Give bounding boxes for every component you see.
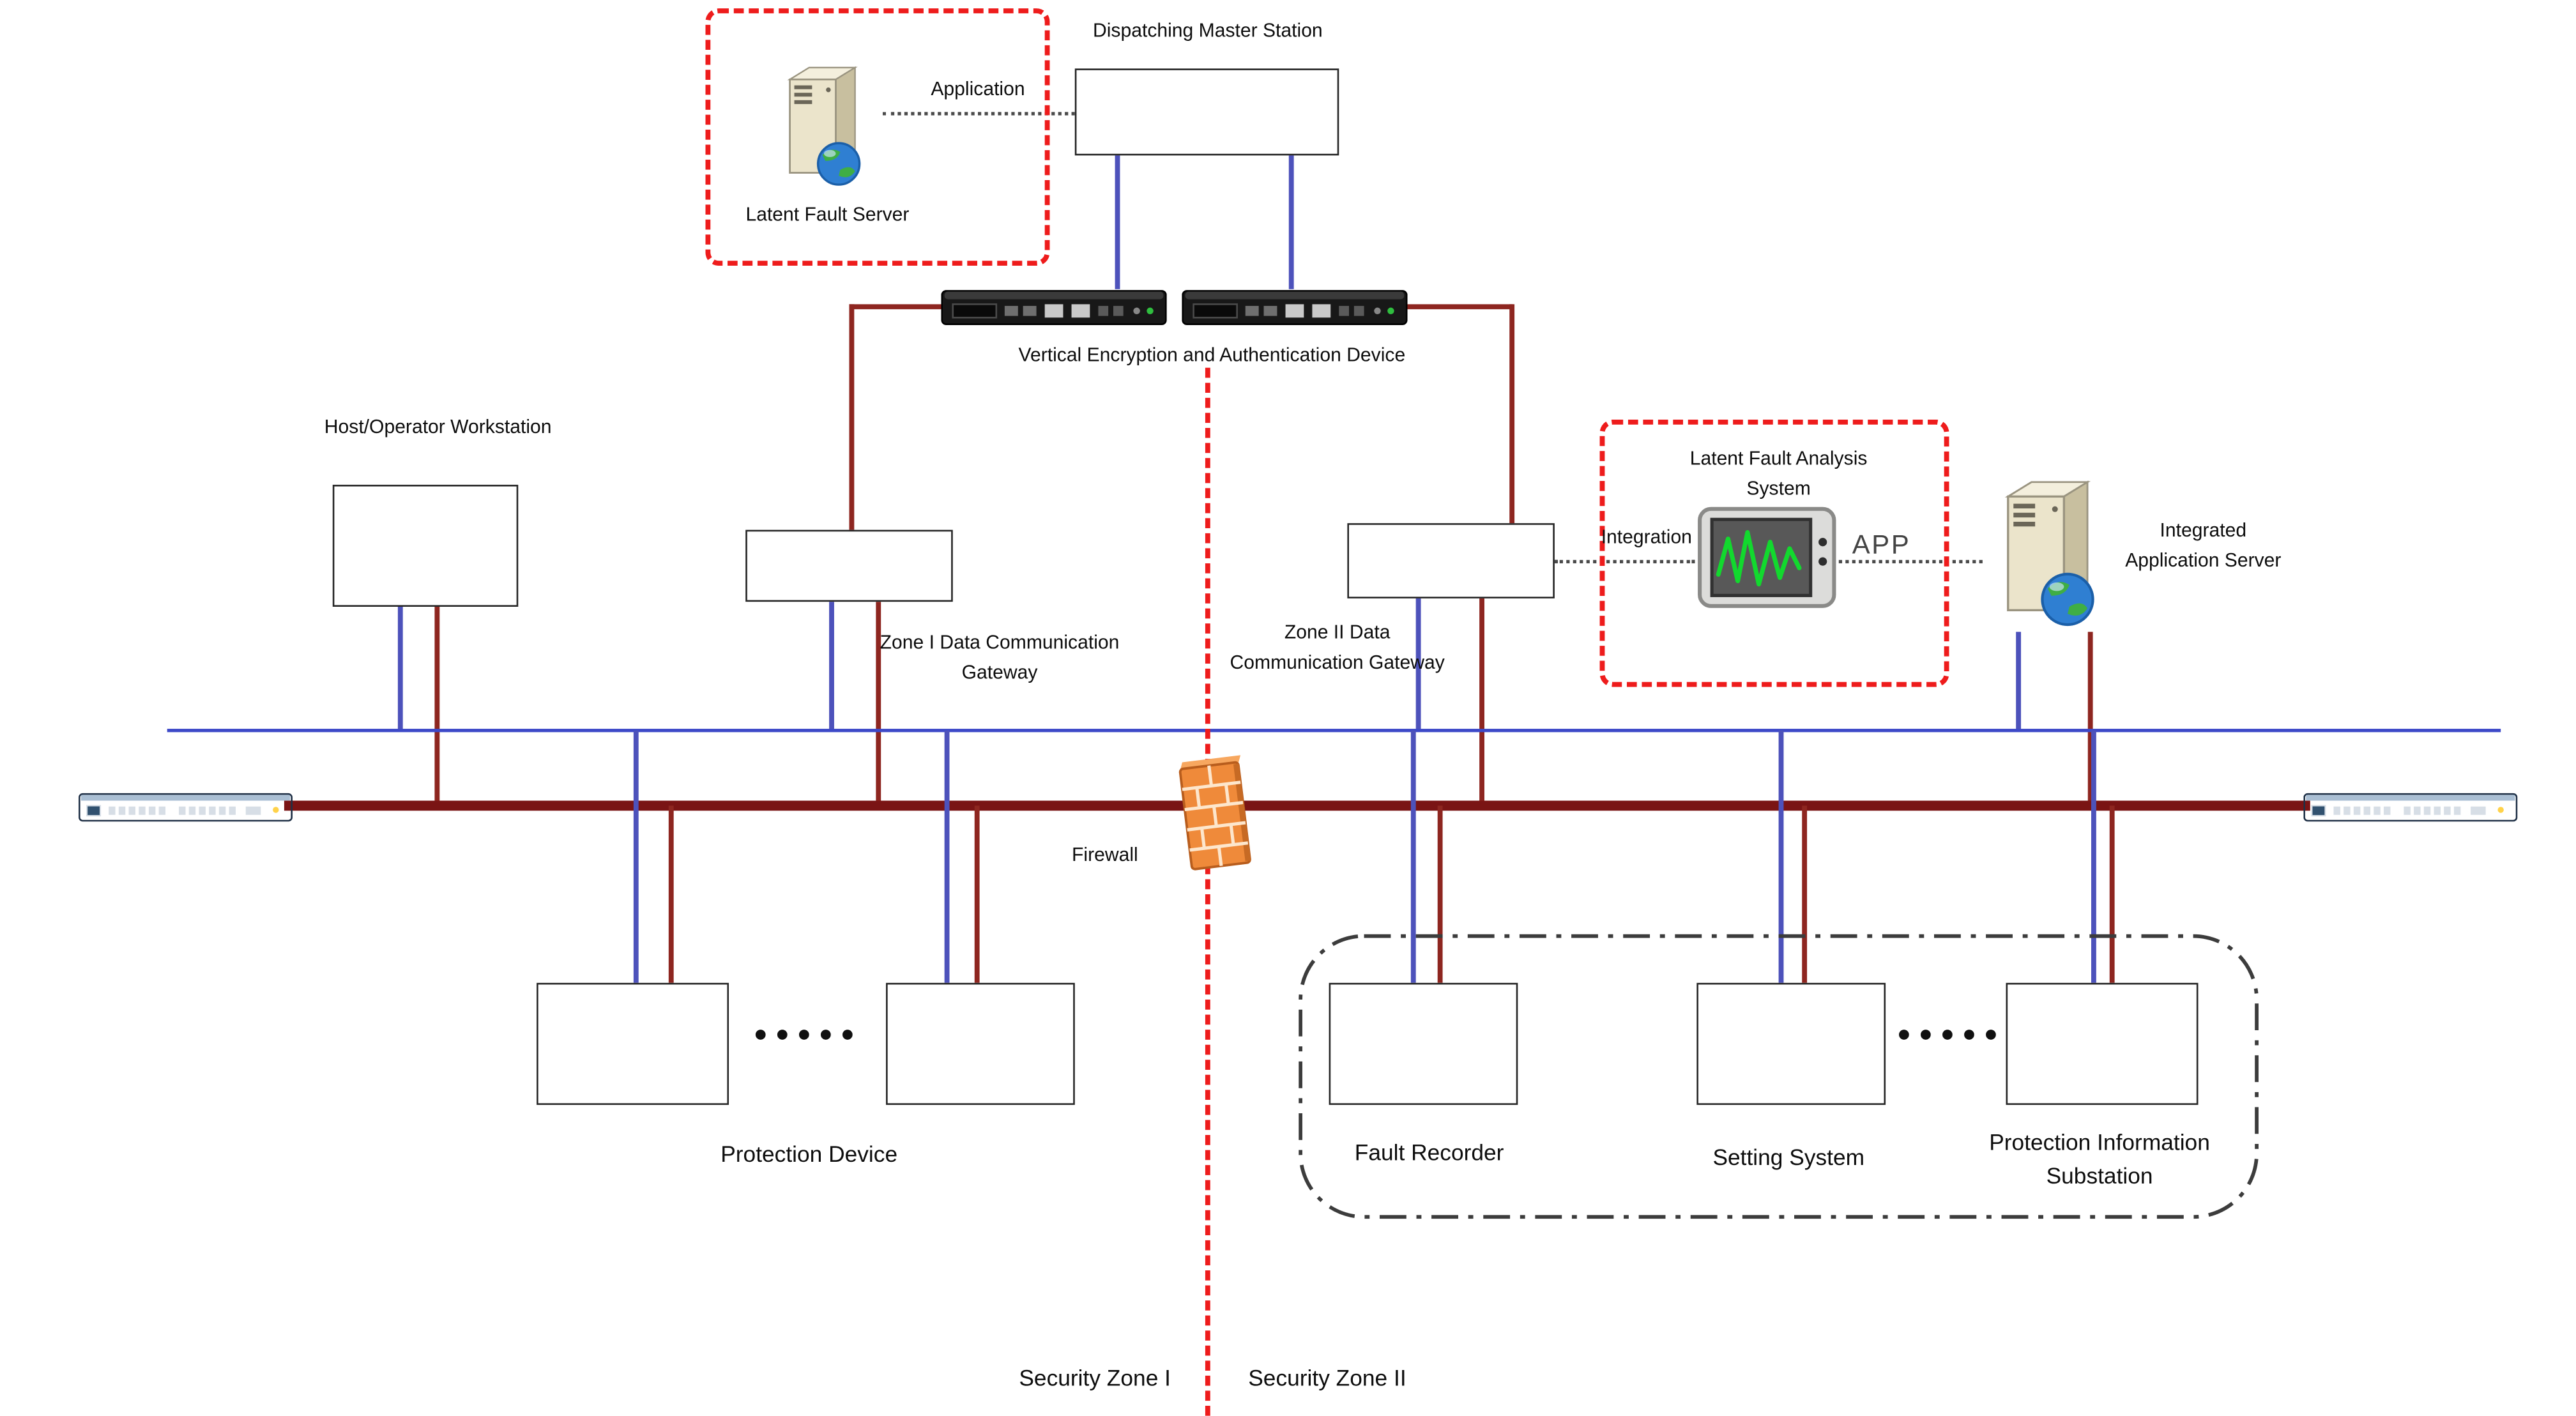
protection-device-label: Protection Device — [720, 1141, 898, 1167]
ellipsis-dots — [1899, 1030, 1996, 1040]
application-link-label: Application — [931, 80, 1025, 101]
encryption-device-right-icon — [1182, 289, 1407, 326]
switch-right-icon — [2303, 791, 2517, 824]
firewall-label: Firewall — [1072, 846, 1138, 866]
integration-dotted-link — [1554, 560, 1695, 563]
integrated-application-server-label: Integrated Application Server — [2125, 521, 2282, 572]
latent-fault-analysis-label: Latent Fault Analysis System — [1689, 449, 1868, 500]
security-zone-1-label: Security Zone I — [1019, 1366, 1171, 1391]
connector-red — [849, 304, 945, 309]
latent-fault-analysis-frame — [1599, 419, 1949, 687]
connector-blue — [944, 730, 949, 983]
fault-recorder-label: Fault Recorder — [1354, 1139, 1504, 1166]
protection-device-box-1 — [537, 982, 729, 1105]
protection-info-substation-label: Protection Information Substation — [1989, 1130, 2210, 1189]
zone1-gateway-box — [745, 529, 953, 602]
connector-blue — [829, 602, 834, 731]
connector-red — [974, 805, 979, 983]
encryption-device-label: Vertical Encryption and Authentication D… — [1018, 346, 1406, 367]
connector-red — [668, 805, 673, 983]
connector-red — [1509, 304, 1514, 524]
app-label: APP — [1852, 531, 1911, 560]
app-dotted-link — [1838, 560, 1983, 563]
connector-red — [876, 602, 881, 806]
ellipsis-dots — [755, 1030, 853, 1040]
connector-red — [849, 304, 854, 530]
zone2-substation-group-frame — [1299, 934, 2259, 1219]
dispatching-master-station-label: Dispatching Master Station — [1093, 22, 1323, 42]
connector-red — [1437, 805, 1442, 983]
host-workstation-label: Host/Operator Workstation — [324, 418, 552, 438]
connector-red — [1802, 805, 1807, 983]
red-network-bus — [284, 800, 2310, 811]
latent-fault-server-group-frame — [705, 8, 1050, 266]
connector-red — [1479, 598, 1484, 806]
security-zone-divider — [1205, 367, 1210, 1416]
connector-red — [2087, 632, 2092, 806]
connector-blue — [1778, 730, 1783, 983]
integration-link-label: Integration — [1601, 528, 1692, 549]
application-dotted-link — [882, 112, 1075, 116]
connector-blue — [1410, 730, 1415, 983]
security-zone-2-label: Security Zone II — [1248, 1366, 1406, 1391]
host-workstation-box — [332, 484, 519, 607]
zone1-gateway-label: Zone I Data Communication Gateway — [880, 633, 1120, 683]
connector-blue — [397, 607, 402, 731]
blue-network-bus — [167, 729, 2501, 733]
setting-system-label: Setting System — [1712, 1145, 1865, 1170]
encryption-device-left-icon — [941, 289, 1166, 326]
connector-blue — [1288, 155, 1293, 289]
latent-fault-server-label: Latent Fault Server — [745, 205, 910, 226]
latent-fault-server-icon — [769, 60, 876, 190]
connector-blue — [1115, 155, 1120, 289]
connector-red — [1405, 304, 1513, 309]
protection-info-substation-box — [2006, 982, 2199, 1105]
connector-blue — [1415, 598, 1421, 731]
fault-recorder-box — [1329, 982, 1518, 1105]
dispatching-master-station-box — [1074, 68, 1339, 156]
protection-device-box-2 — [886, 982, 1075, 1105]
zone2-gateway-label: Zone II Data Communication Gateway — [1230, 623, 1445, 674]
switch-left-icon — [79, 791, 293, 824]
connector-blue — [633, 730, 638, 983]
connector-blue — [2091, 730, 2096, 983]
connector-red — [2109, 805, 2114, 983]
analysis-monitor-icon — [1695, 506, 1839, 609]
zone2-gateway-box — [1347, 523, 1555, 598]
setting-system-box — [1696, 982, 1886, 1105]
connector-red — [434, 607, 439, 806]
connector-blue — [2016, 632, 2021, 731]
